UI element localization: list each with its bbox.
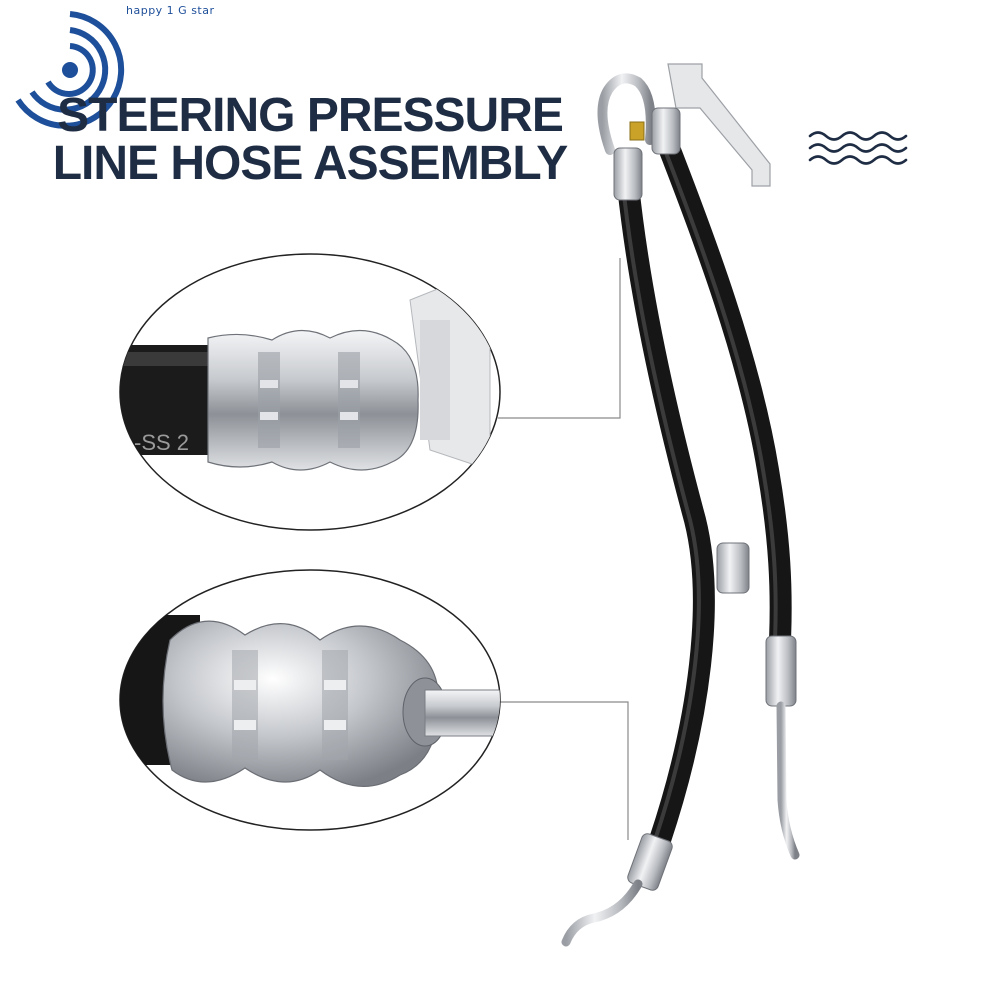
callout-lines <box>498 258 629 840</box>
hose-assembly <box>561 63 800 947</box>
detail-circle-bottom <box>119 569 501 831</box>
page-title: STEERING PRESSURE LINE HOSE ASSEMBLY <box>50 92 570 188</box>
title-line-1: STEERING PRESSURE <box>57 89 564 142</box>
wave-lines-icon <box>808 131 908 165</box>
watermark-text: happy 1 G star <box>126 4 215 17</box>
detail-circle-top: -SS 2 <box>119 253 501 531</box>
spiral-logo-icon <box>15 11 125 129</box>
title-line-2: LINE HOSE ASSEMBLY <box>52 137 569 190</box>
hose-marking-text: -SS 2 <box>134 430 189 455</box>
